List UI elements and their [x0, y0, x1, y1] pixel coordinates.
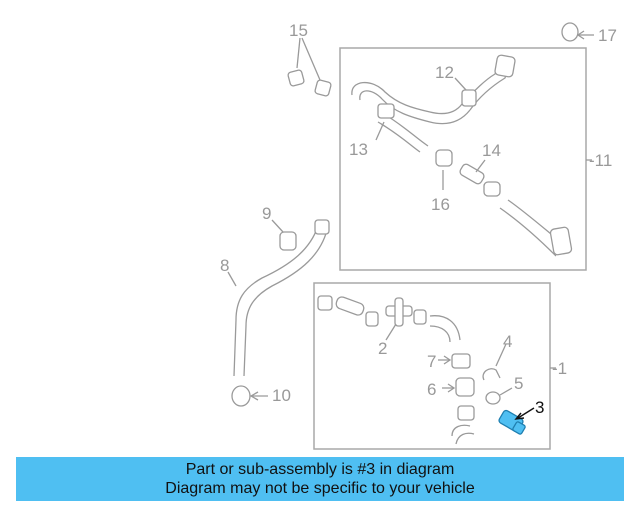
part-9-bracket[interactable] [271, 219, 297, 251]
part-7-clamp[interactable] [438, 353, 471, 369]
callout-13: 13 [349, 140, 368, 159]
info-banner: Part or sub-assembly is #3 in diagram Di… [16, 457, 624, 501]
callout-14: 14 [482, 141, 501, 160]
callout-9: 9 [262, 204, 271, 223]
callout-15: 15 [289, 21, 308, 40]
callout-10: 10 [272, 386, 291, 405]
assembly-box-11 [339, 47, 587, 271]
callout-17: 17 [598, 26, 617, 45]
callout-3: 3 [535, 398, 544, 417]
part-13-fitting[interactable] [375, 103, 395, 141]
callout-11: -11 [589, 151, 612, 170]
banner-line-1: Part or sub-assembly is #3 in diagram [185, 461, 455, 478]
callout-5: 5 [514, 374, 523, 393]
part-2-hose-assembly[interactable] [317, 295, 461, 343]
part-5-o-ring[interactable] [485, 387, 513, 405]
callout-8: 8 [220, 256, 229, 275]
callout-2: 2 [378, 339, 387, 358]
callout-7: 7 [427, 352, 436, 371]
callout-1: -1 [552, 359, 567, 378]
part-12-sensor[interactable] [454, 77, 477, 107]
callout-12: 12 [435, 63, 454, 82]
part-4-retainer[interactable] [482, 343, 507, 381]
part-3-highlighted[interactable] [498, 407, 535, 435]
part-15-clamps[interactable] [287, 37, 332, 97]
callout-6: 6 [427, 380, 436, 399]
part-16-clamp[interactable] [435, 149, 453, 190]
part-14-connector[interactable] [459, 159, 501, 197]
part-10-clamp[interactable] [231, 385, 268, 407]
part-6-fitting[interactable] [442, 377, 475, 397]
callout-16: 16 [431, 195, 450, 214]
lower-hose[interactable] [451, 405, 475, 445]
callout-4: 4 [503, 332, 512, 351]
banner-line-2: Diagram may not be specific to your vehi… [165, 480, 475, 497]
assembly-box-1 [313, 282, 551, 450]
part-8-hose[interactable] [227, 219, 330, 377]
part-17-clamp[interactable] [561, 22, 594, 42]
